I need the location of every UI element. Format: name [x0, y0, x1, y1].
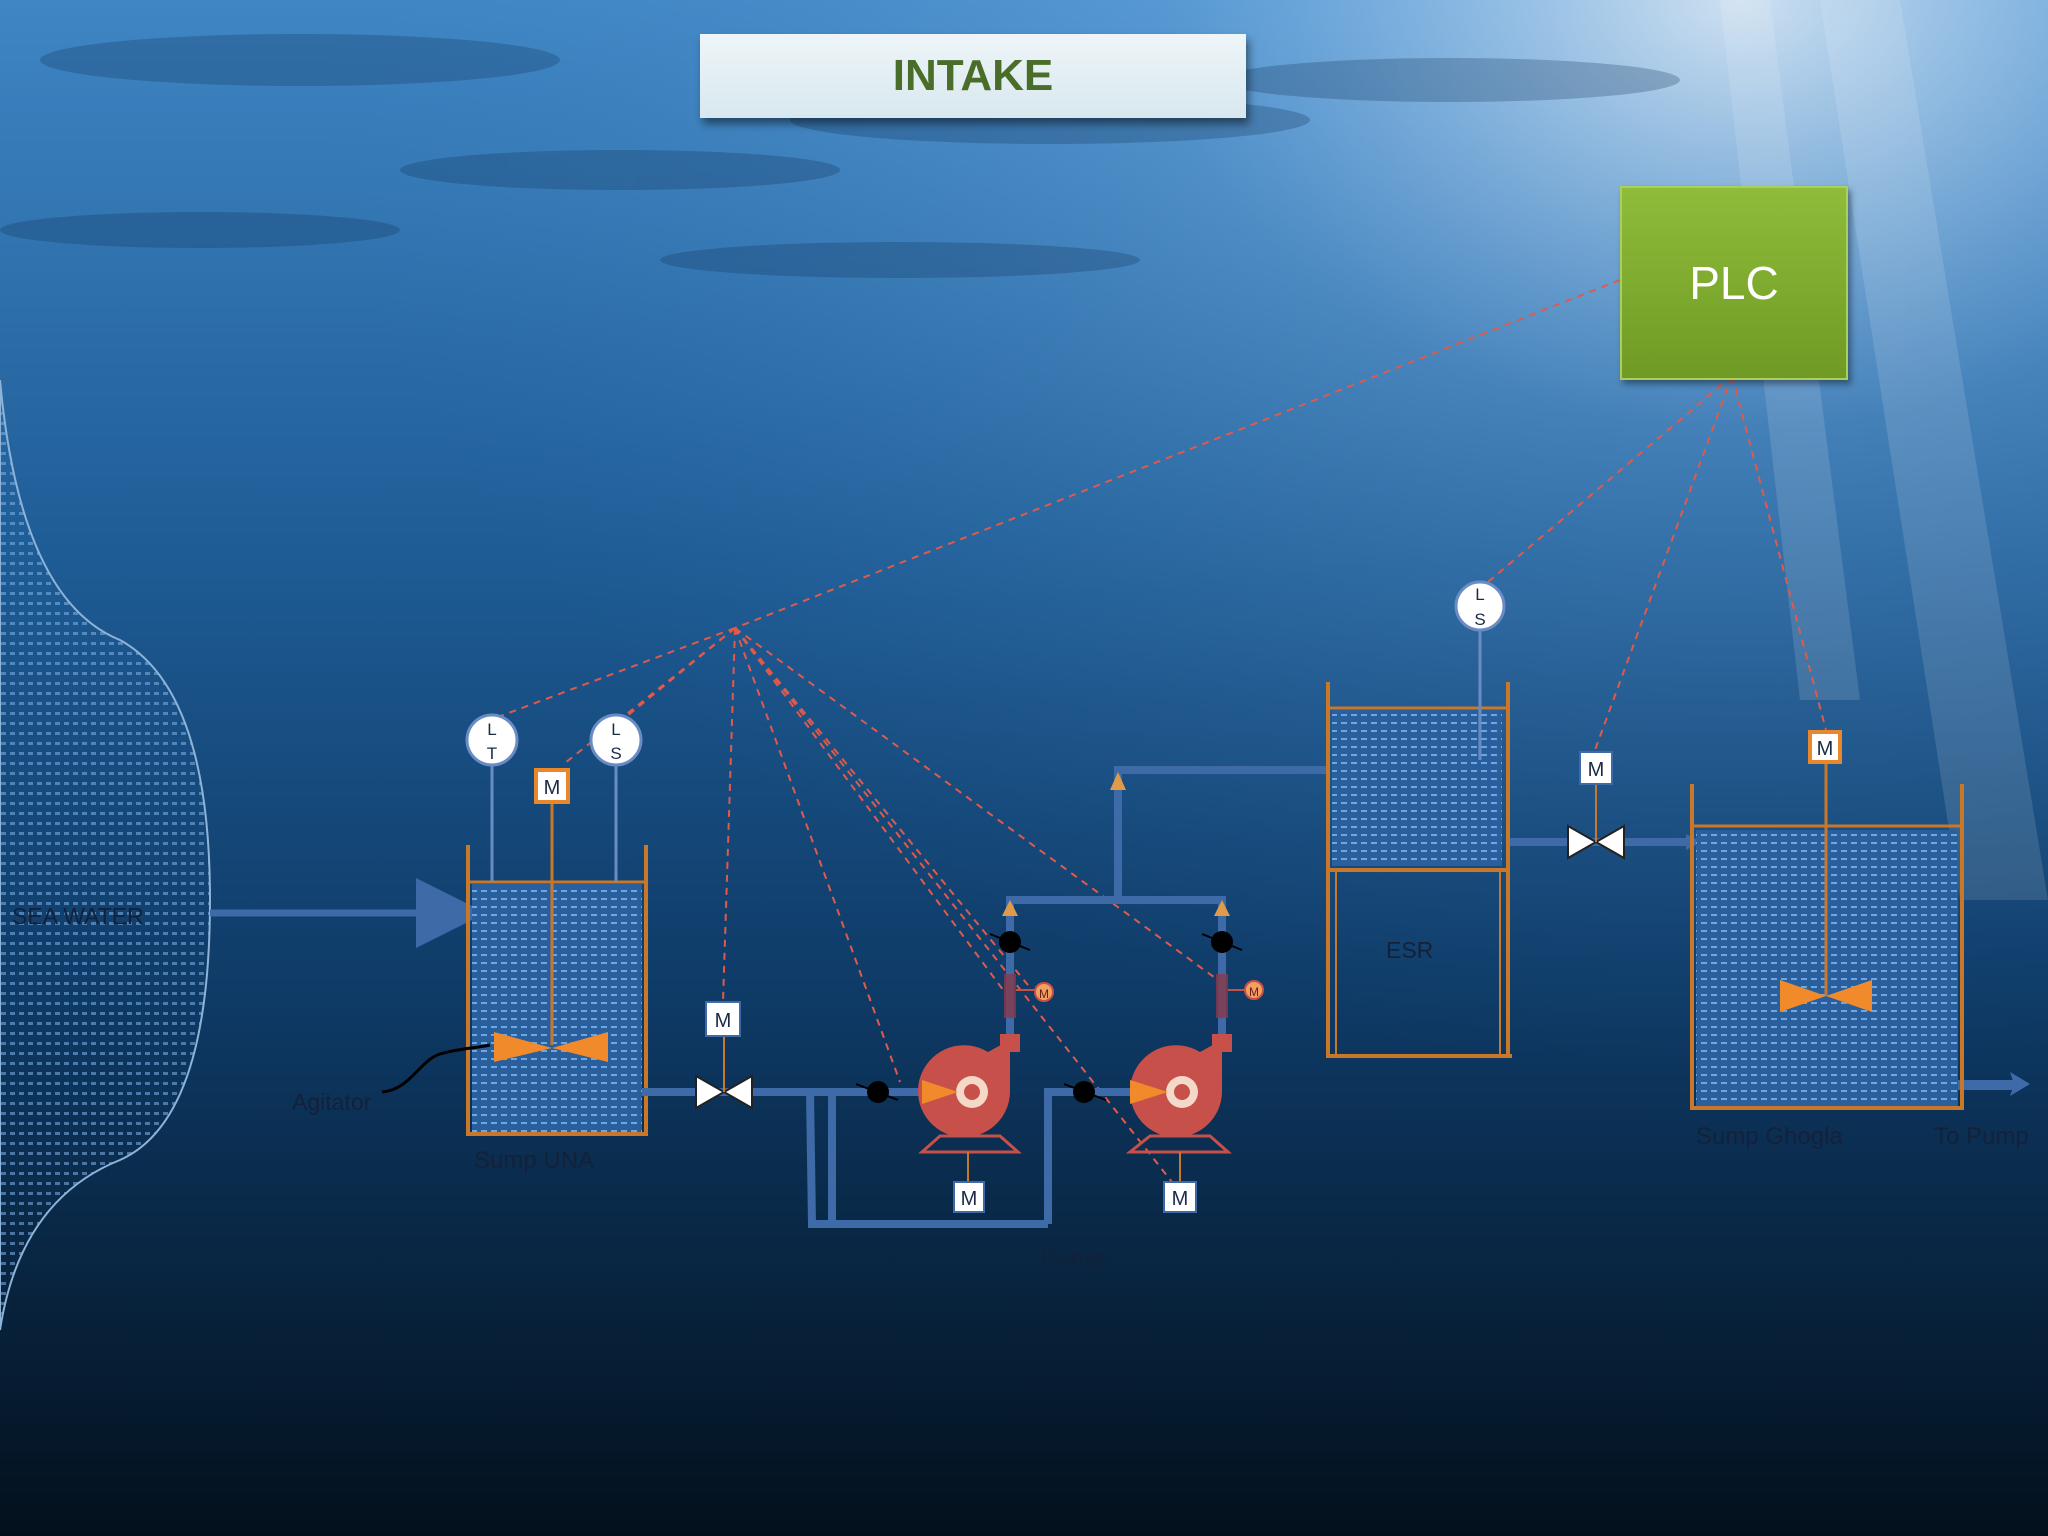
agitator-ghogla — [1780, 980, 1872, 1012]
esr-tank — [1326, 682, 1512, 1058]
svg-text:M: M — [1039, 987, 1049, 1001]
level-switch-esr: L S — [1454, 580, 1506, 632]
sump-ghogla-label: Sump Ghogla — [1696, 1123, 1843, 1150]
level-transmitter-una: L T — [465, 713, 519, 767]
agitator-motor-una: M — [534, 768, 570, 804]
agitator-pointer — [381, 1043, 491, 1094]
check-valve-stems — [855, 933, 1243, 1101]
svg-text:M: M — [1249, 985, 1259, 999]
svg-text:S: S — [610, 744, 621, 763]
agitator-label: Agitator — [292, 1089, 372, 1115]
pump-motor-1: M — [953, 1181, 985, 1213]
centrifugal-pump-1[interactable] — [918, 1034, 1022, 1154]
motorized-valve-outlet[interactable] — [1567, 784, 1625, 860]
discharge-arrow-2 — [1214, 900, 1230, 916]
plc-controller[interactable]: PLC — [1620, 186, 1848, 380]
svg-text:S: S — [1474, 610, 1485, 629]
svg-text:M: M — [1817, 738, 1834, 760]
valve-motor-inlet: M — [705, 1001, 741, 1037]
agitator-motor-ghogla: M — [1808, 730, 1842, 764]
sea-water-body — [0, 379, 212, 1331]
level-switch-una: L S — [589, 713, 643, 767]
to-pump-pipe — [1958, 1080, 2014, 1090]
pump-label: Pump — [1040, 1244, 1105, 1272]
sea-water-label: SEA WATER — [12, 903, 144, 929]
sump-una-label: Sump UNA — [474, 1147, 594, 1174]
discharge-arrow-1 — [1002, 900, 1018, 916]
svg-text:L: L — [487, 720, 496, 739]
pump-motor-2: M — [1163, 1181, 1197, 1213]
agitator-una — [494, 1032, 608, 1062]
riser-arrow — [1110, 772, 1126, 790]
svg-text:M: M — [544, 777, 561, 799]
svg-text:M: M — [1172, 1188, 1189, 1210]
to-pump-arrow — [2010, 1072, 2030, 1096]
discharge-valve-1: M — [1004, 974, 1054, 1018]
svg-text:L: L — [1475, 585, 1484, 604]
title-banner: INTAKE — [700, 34, 1246, 118]
centrifugal-pump-2[interactable] — [1125, 1034, 1232, 1154]
svg-text:T: T — [487, 744, 497, 763]
valve-motor-outlet: M — [1579, 751, 1613, 785]
signal-lines — [489, 279, 1827, 1183]
svg-text:M: M — [961, 1188, 978, 1210]
to-pump-label: To Pump — [1934, 1123, 2029, 1150]
discharge-valve-2: M — [1216, 974, 1264, 1018]
esr-label: ESR — [1386, 937, 1433, 963]
plc-label: PLC — [1689, 257, 1779, 309]
sump-una-tank — [466, 845, 648, 1136]
svg-text:L: L — [611, 720, 620, 739]
svg-text:M: M — [1588, 759, 1605, 781]
page-title: INTAKE — [892, 51, 1054, 100]
svg-text:M: M — [715, 1010, 732, 1032]
motorized-valve-inlet[interactable] — [695, 1034, 753, 1110]
